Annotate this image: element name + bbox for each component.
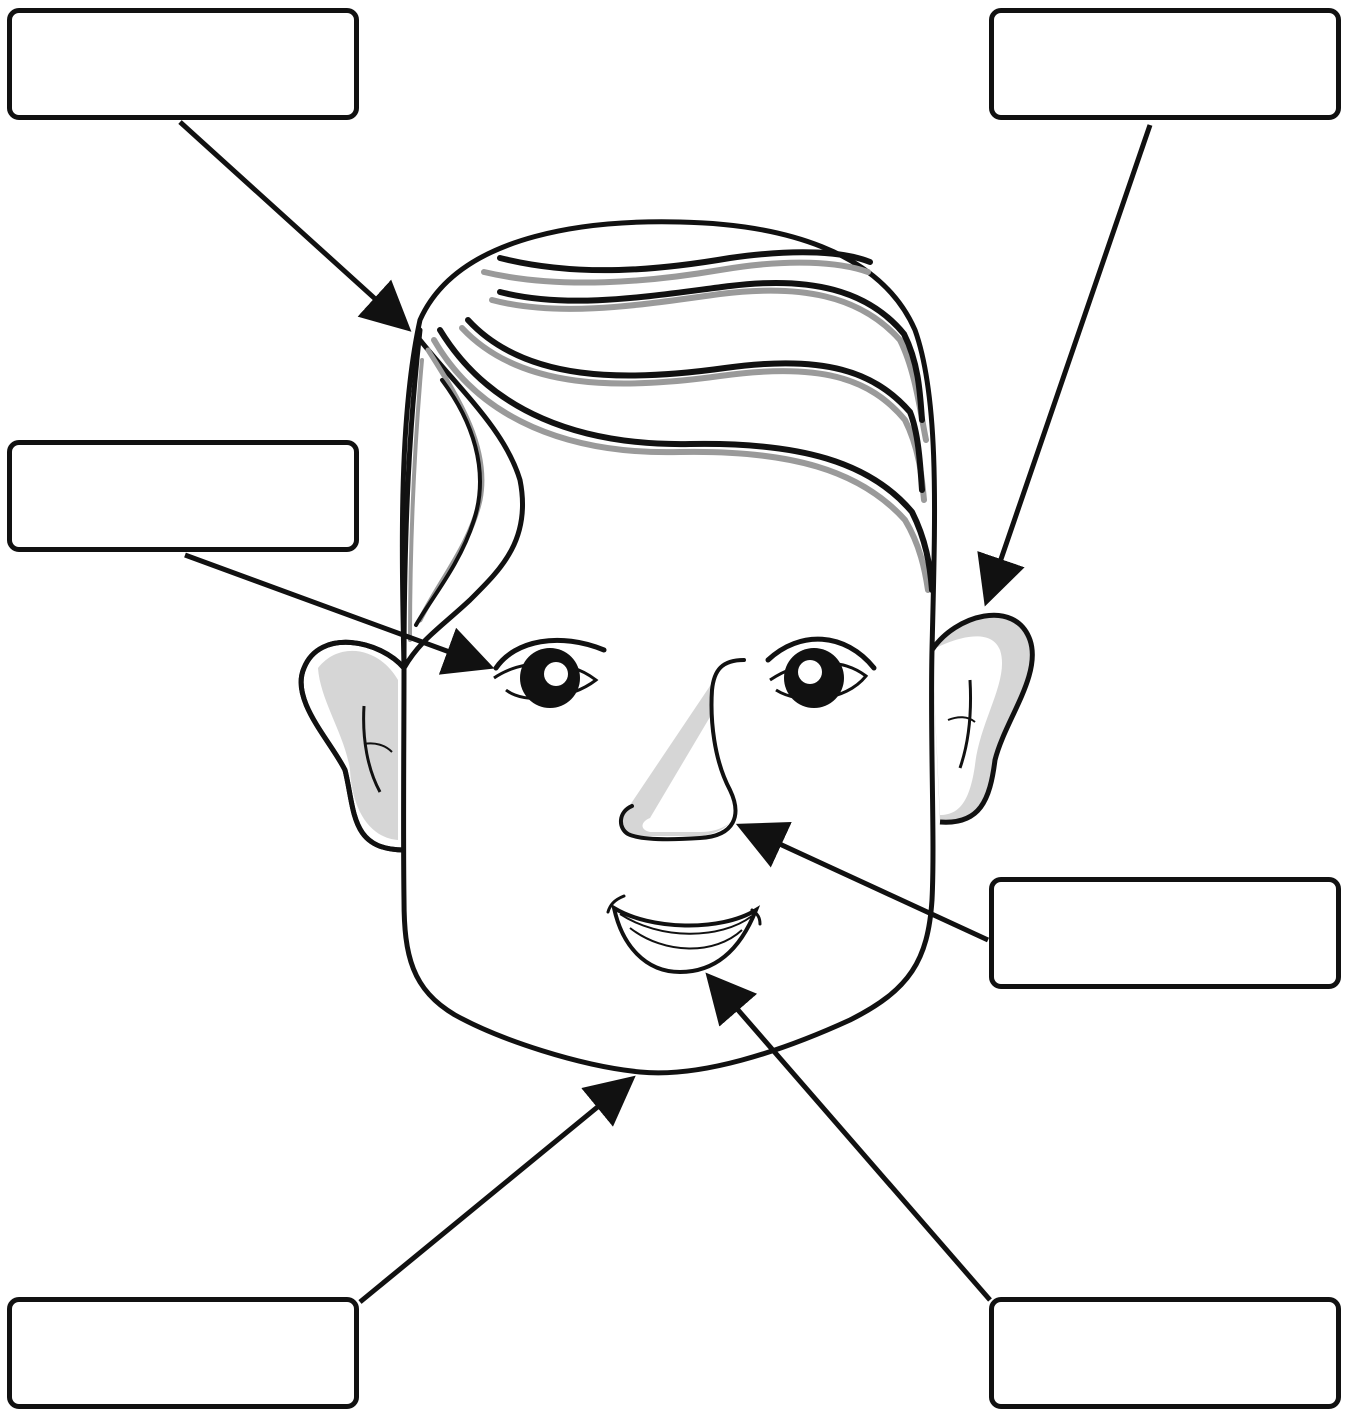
- left-ear: [301, 642, 404, 850]
- right-ear: [932, 615, 1032, 822]
- label-box-mouth[interactable]: [989, 1297, 1341, 1409]
- arrow-ear: [988, 125, 1150, 597]
- label-box-hair[interactable]: [7, 8, 359, 120]
- arrow-mouth: [712, 980, 990, 1300]
- label-box-nose[interactable]: [989, 877, 1341, 989]
- label-box-chin[interactable]: [7, 1297, 359, 1409]
- arrow-chin: [360, 1082, 628, 1302]
- label-box-ear[interactable]: [989, 8, 1341, 120]
- label-box-eye[interactable]: [7, 440, 359, 552]
- arrow-hair: [180, 122, 404, 325]
